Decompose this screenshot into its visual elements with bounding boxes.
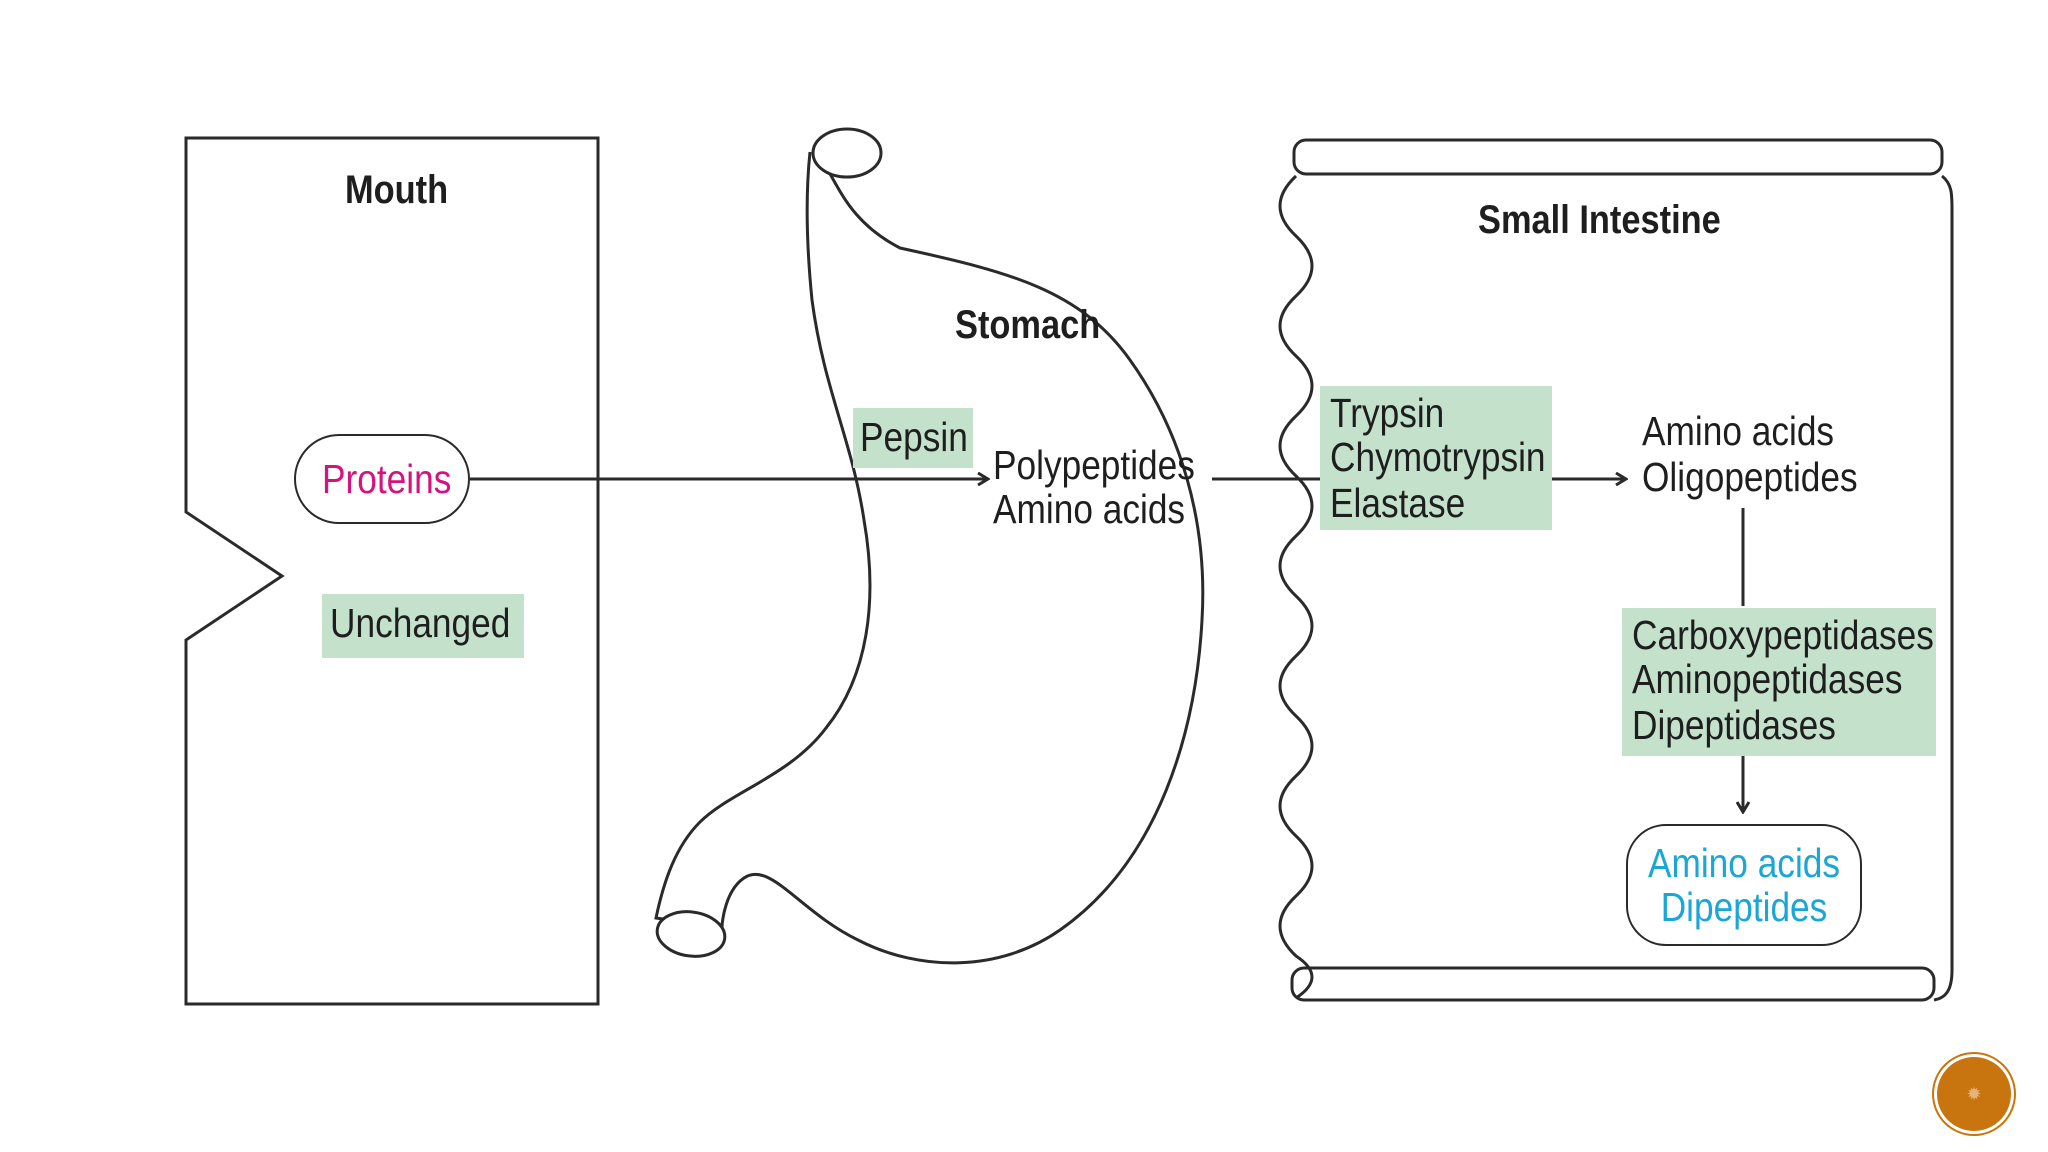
enzyme-elastase: Elastase xyxy=(1330,480,1466,526)
brush-border-enzymes-box xyxy=(1622,608,1936,756)
enzyme-trypsin: Trypsin xyxy=(1330,390,1445,436)
final-product-amino-acids: Amino acids xyxy=(1647,840,1841,886)
esophagus-opening xyxy=(811,127,883,179)
intestine-top-band xyxy=(1292,138,1944,176)
enzyme-chymotrypsin: Chymotrypsin xyxy=(1330,434,1546,480)
pancreatic-enzymes-box xyxy=(1320,386,1552,530)
unchanged-label: Unchanged xyxy=(330,600,511,646)
pepsin-label: Pepsin xyxy=(860,414,968,460)
stomach-outline xyxy=(654,151,1205,965)
proteins-pill xyxy=(294,434,470,524)
final-product-dipeptides: Dipeptides xyxy=(1660,884,1828,930)
stomach-product-amino-acids: Amino acids xyxy=(993,486,1186,532)
slide-number-badge: ✹ xyxy=(1937,1057,2011,1131)
intestine-right-wall xyxy=(1933,174,1954,1002)
enzyme-dipeptidases: Dipeptidases xyxy=(1632,702,1836,748)
mouth-title: Mouth xyxy=(345,168,449,212)
enzyme-carboxypeptidases: Carboxypeptidases xyxy=(1632,612,1934,658)
intestine-wavy-wall xyxy=(1278,174,1314,1000)
final-products-pill xyxy=(1626,824,1862,946)
mouth-outline xyxy=(184,136,600,1006)
intestine-bottom-band xyxy=(1290,966,1936,1002)
intermediate-oligopeptides: Oligopeptides xyxy=(1642,454,1858,500)
unchanged-box xyxy=(322,594,524,658)
stomach-product-polypeptides: Polypeptides xyxy=(993,442,1195,488)
pepsin-box xyxy=(853,408,973,468)
duodenum-opening xyxy=(655,910,727,958)
intermediate-amino-acids: Amino acids xyxy=(1642,408,1835,454)
badge-emblem-icon: ✹ xyxy=(1966,1084,1982,1104)
enzyme-aminopeptidases: Aminopeptidases xyxy=(1632,656,1903,702)
proteins-label: Proteins xyxy=(322,456,452,502)
stomach-title: Stomach xyxy=(955,303,1101,347)
small-intestine-title: Small Intestine xyxy=(1478,198,1721,242)
